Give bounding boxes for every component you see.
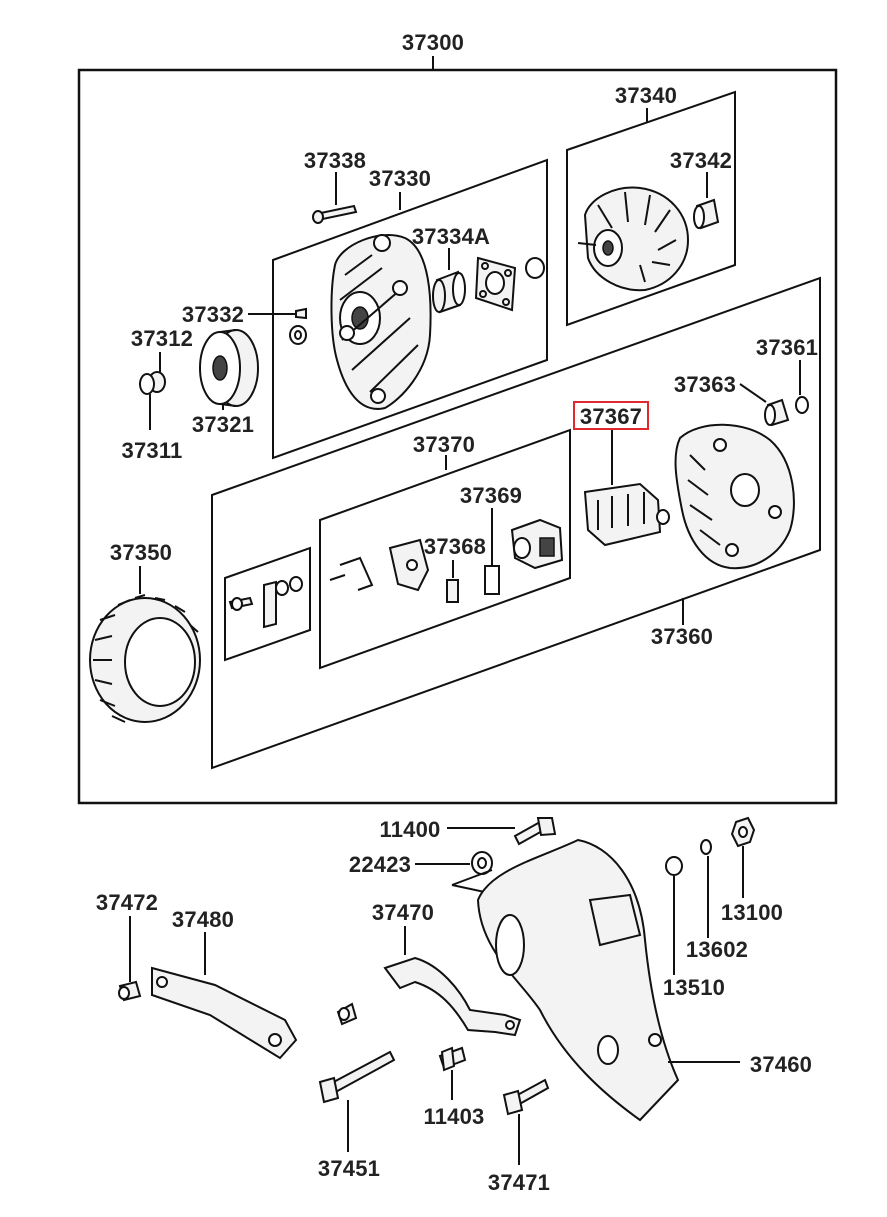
panel-regulator: [319, 428, 571, 670]
label-37470[interactable]: 37470: [372, 900, 434, 925]
label-13510[interactable]: 13510: [663, 975, 725, 1000]
adjusting-bracket-37470: [383, 926, 522, 1037]
bolt-11400: [447, 817, 557, 846]
label-11403[interactable]: 11403: [424, 1104, 485, 1129]
label-37342[interactable]: 37342: [670, 148, 732, 173]
bearing-retainer-plate: [474, 256, 517, 312]
bolt-37471: [502, 1078, 550, 1165]
label-37460[interactable]: 37460: [750, 1052, 812, 1077]
label-37451[interactable]: 37451: [318, 1156, 380, 1181]
label-37367[interactable]: 37367: [580, 404, 642, 429]
label-37321[interactable]: 37321: [192, 412, 254, 437]
rear-bracket-37360: [674, 423, 795, 570]
panel-rotor: [566, 90, 736, 327]
stator-37350: [89, 566, 201, 723]
brush-37368: [446, 560, 459, 603]
rotor-37340: [577, 186, 690, 292]
label-37480[interactable]: 37480: [172, 907, 234, 932]
label-37472[interactable]: 37472: [96, 890, 158, 915]
label-37300[interactable]: 37300: [402, 30, 464, 55]
cap-37363: [739, 383, 790, 427]
bolt-37338: [312, 172, 358, 224]
label-37360[interactable]: 37360: [651, 624, 713, 649]
label-37471[interactable]: 37471: [488, 1170, 550, 1195]
label-37369[interactable]: 37369: [460, 483, 522, 508]
panel-terminal: [224, 546, 311, 662]
label-37368[interactable]: 37368: [424, 534, 486, 559]
label-22423[interactable]: 22423: [349, 852, 411, 877]
label-37340[interactable]: 37340: [615, 83, 677, 108]
label-37363[interactable]: 37363: [674, 372, 736, 397]
spring-37369: [484, 508, 500, 595]
bolt-small: [336, 1002, 358, 1026]
washer-37361: [795, 360, 809, 414]
label-37361[interactable]: 37361: [756, 335, 818, 360]
label-37334A[interactable]: 37334A: [412, 224, 490, 249]
nut-13100: [730, 816, 756, 898]
terminal-parts: [228, 576, 303, 629]
seal-ring: [525, 257, 545, 279]
bearing-37342: [693, 172, 720, 230]
front-bracket-37330: [330, 234, 432, 410]
pulley-37321: [199, 329, 259, 410]
regulator-assembly: [510, 518, 564, 570]
regulator-bracket: [329, 538, 430, 592]
pulley-nut-37312: [139, 352, 166, 430]
label-37338[interactable]: 37338: [304, 148, 366, 173]
panel-front-bracket: [272, 158, 548, 460]
screw-37332: [248, 307, 307, 345]
label-37350[interactable]: 37350: [110, 540, 172, 565]
highlight-box-37367: [573, 401, 649, 430]
lock-washer-13602: [700, 839, 712, 938]
assembly-frame-37300: [77, 68, 838, 805]
label-11400[interactable]: 11400: [380, 817, 441, 842]
label-13602[interactable]: 13602: [686, 937, 748, 962]
brush-holder-37367: [583, 430, 670, 547]
panel-rear-bracket: [211, 276, 821, 770]
label-13100[interactable]: 13100: [721, 900, 783, 925]
bolt-37472: [118, 916, 142, 1002]
brace-37480: [151, 932, 298, 1060]
label-37370[interactable]: 37370: [413, 432, 475, 457]
label-37312[interactable]: 37312: [131, 326, 193, 351]
mounting-bracket-37460: [476, 838, 740, 1122]
label-37332[interactable]: 37332: [182, 302, 244, 327]
label-37330[interactable]: 37330: [369, 166, 431, 191]
label-37311[interactable]: 37311: [122, 438, 183, 463]
washer-13510: [665, 856, 683, 975]
bearing-37334A: [432, 248, 466, 314]
bolt-11403: [438, 1046, 467, 1100]
bolt-37451: [318, 1050, 396, 1152]
